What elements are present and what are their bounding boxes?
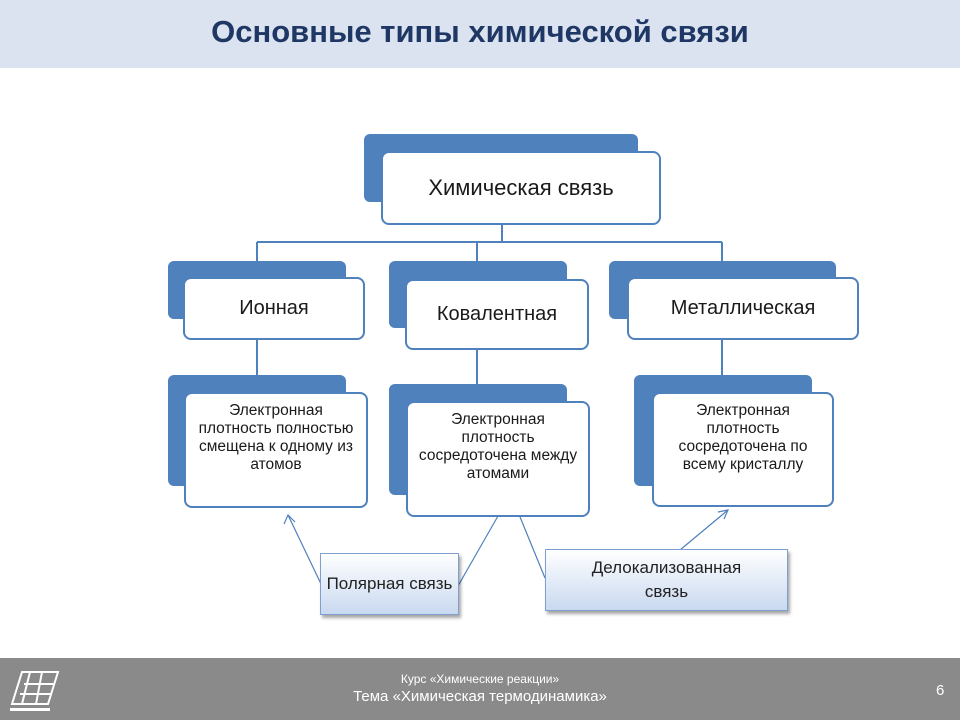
description-covalent: Электронная плотность сосредоточена межд… [406,401,590,517]
root-node-label: Химическая связь [428,175,614,200]
pointer-line-polar-to-covalent [457,515,499,587]
description-metallic-text: Электронная плотность сосредоточена по в… [678,402,808,473]
page-number: 6 [936,682,945,699]
description-metallic: Электронная плотность сосредоточена по в… [652,392,834,507]
footer-topic: Тема «Химическая термодинамика» [353,688,607,705]
type-node-covalent: Ковалентная [405,279,589,350]
root-node: Химическая связь [381,151,661,225]
arrowhead-polar-to-ionic [283,513,296,525]
description-ionic-text: Электронная плотность полностью смещена … [198,402,354,473]
type-node-metallic: Металлическая [627,277,859,340]
pointer-line-delocalized-to-metallic [679,509,729,551]
footer-bar [0,658,960,720]
type-node-ionic: Ионная [183,277,365,340]
note-delocalized-text: Делокализованная связь [591,558,742,601]
slide-title: Основные типы химической связи [211,14,749,49]
title-bar [0,0,960,68]
university-emblem-icon [10,671,60,711]
footer-course: Курс «Химические реакции» [400,672,560,686]
pointer-line-delocalized-to-covalent [517,511,546,579]
type-node-covalent-label: Ковалентная [436,303,558,325]
description-covalent-text: Электронная плотность сосредоточена межд… [418,411,578,482]
note-polar-text: Полярная связь [326,574,453,593]
description-ionic: Электронная плотность полностью смещена … [184,392,368,508]
type-node-ionic-label: Ионная [239,297,309,319]
note-delocalized: Делокализованная связь [545,549,788,611]
arrowhead-delocalized-to-metallic [717,509,730,520]
note-polar: Полярная связь [320,553,459,615]
type-node-metallic-label: Металлическая [670,297,816,319]
pointer-line-polar-to-ionic [287,514,323,587]
